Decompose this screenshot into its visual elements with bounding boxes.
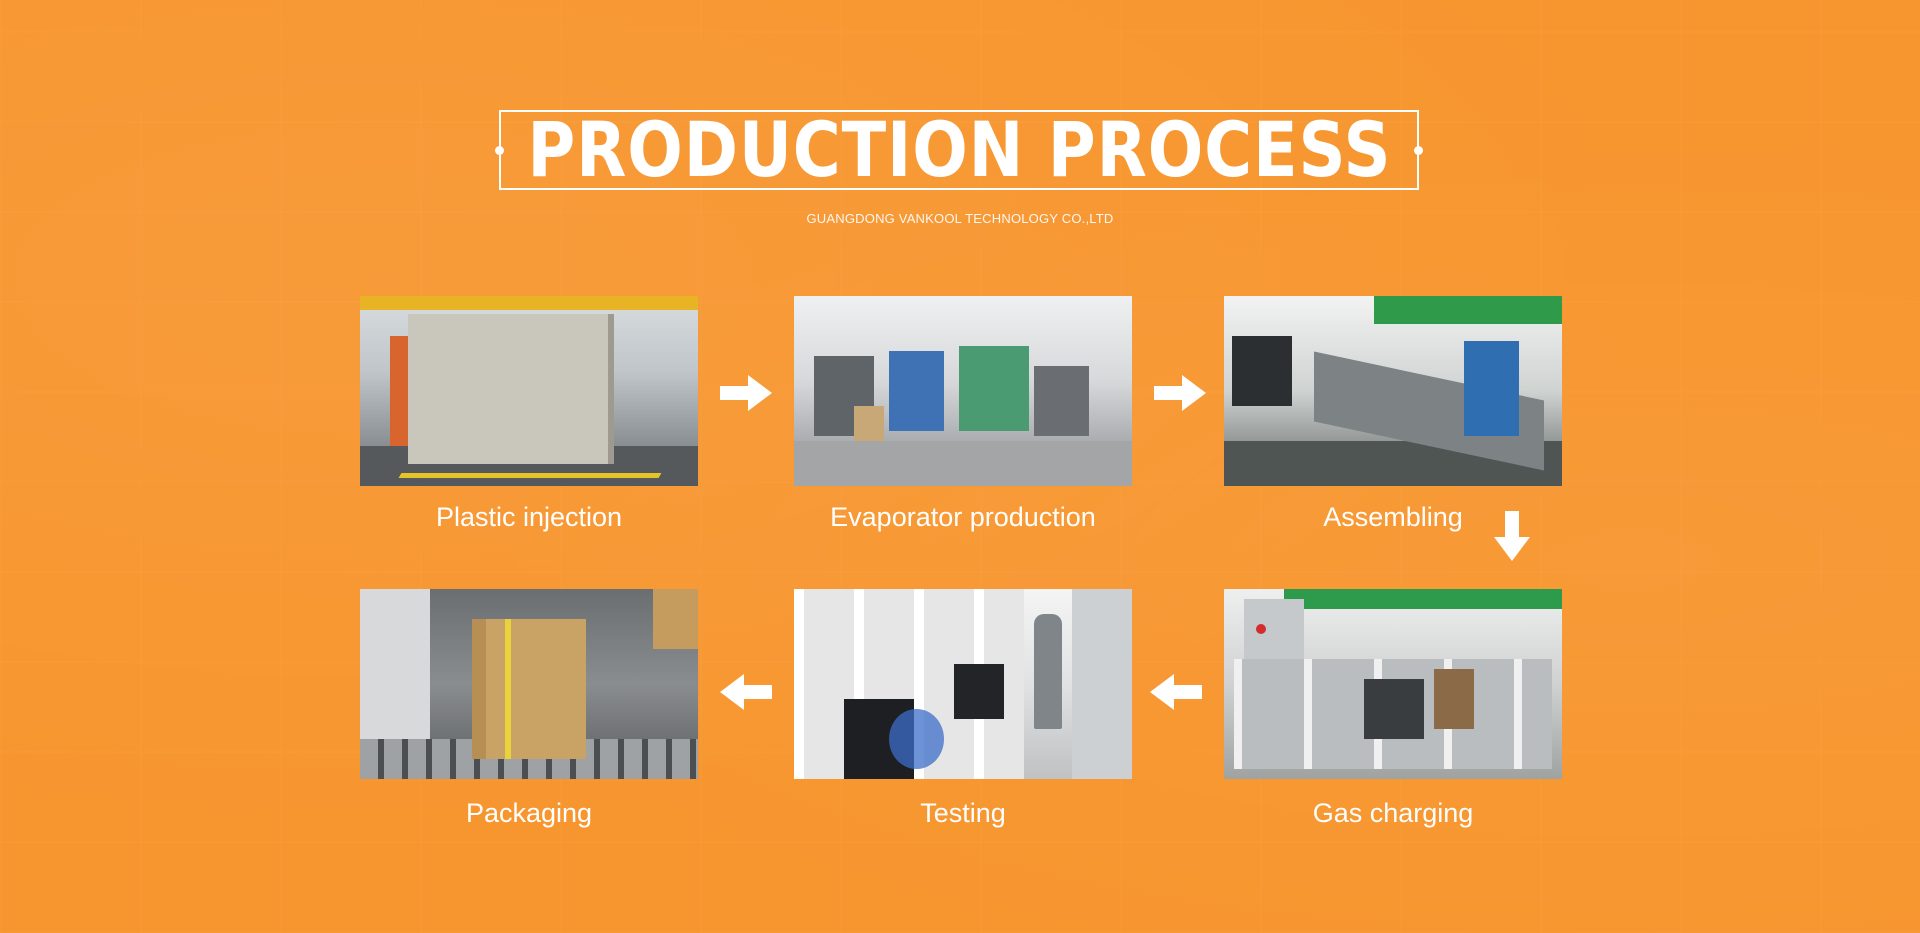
photo-gas-charging bbox=[1224, 589, 1562, 779]
page-title: PRODUCTION PROCESS bbox=[526, 105, 1392, 194]
step-label-assembling: Assembling bbox=[1323, 502, 1463, 532]
photo-assembling bbox=[1224, 296, 1562, 486]
step-label-testing: Testing bbox=[920, 798, 1006, 828]
title-frame-dot-right bbox=[1414, 145, 1423, 155]
step-label-gas-charging: Gas charging bbox=[1312, 798, 1474, 828]
arrow-down-icon bbox=[1494, 511, 1530, 561]
arrow-left-icon bbox=[720, 674, 772, 710]
title-frame-dot-left bbox=[495, 145, 504, 155]
company-name: GUANGDONG VANKOOL TECHNOLOGY CO.,LTD bbox=[806, 211, 1114, 226]
arrow-right-icon bbox=[720, 375, 772, 411]
photo-packaging bbox=[360, 589, 698, 779]
photo-plastic-injection bbox=[360, 296, 698, 486]
arrow-left-icon bbox=[1150, 674, 1202, 710]
photo-evaporator-production bbox=[794, 296, 1132, 486]
step-label-evaporator-production: Evaporator production bbox=[830, 502, 1096, 532]
title-frame: PRODUCTION PROCESS bbox=[495, 105, 1423, 194]
photo-testing bbox=[794, 589, 1132, 779]
step-label-plastic-injection: Plastic injection bbox=[435, 502, 623, 532]
step-label-packaging: Packaging bbox=[465, 798, 593, 828]
arrow-right-icon bbox=[1154, 375, 1206, 411]
